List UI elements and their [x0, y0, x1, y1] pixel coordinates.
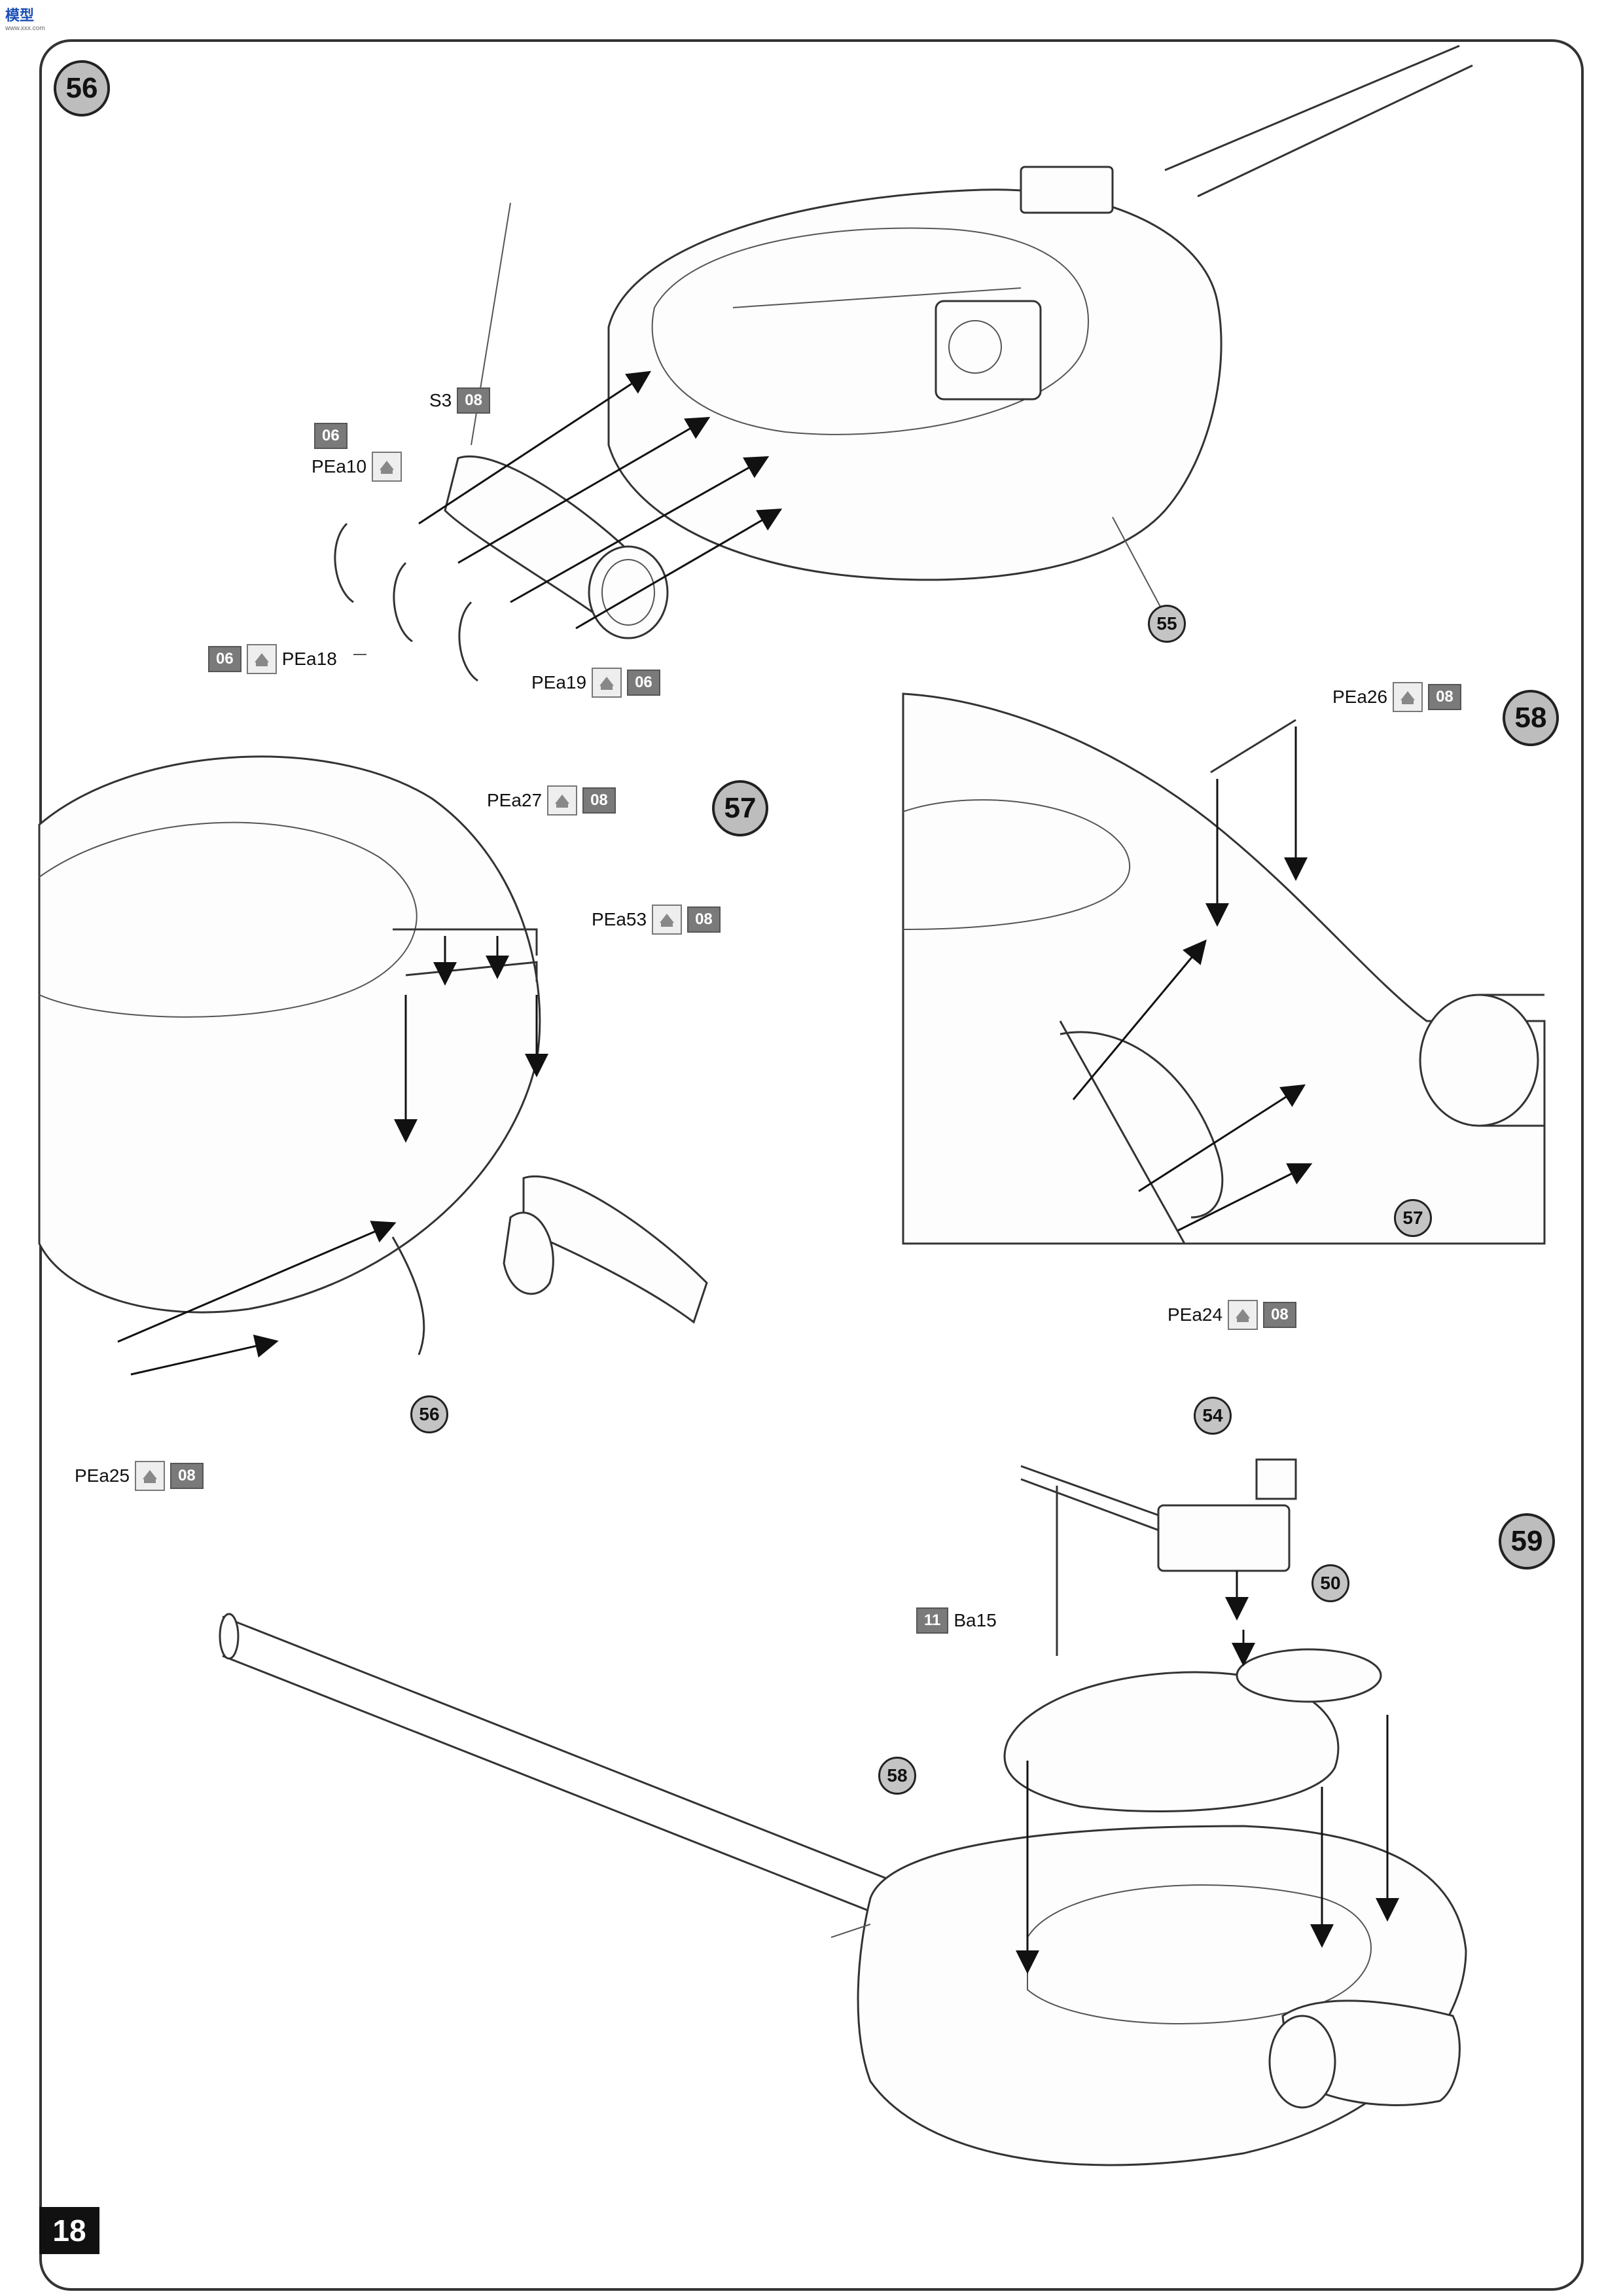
- sprue-badge: 08: [1428, 684, 1461, 710]
- sprue-badge: 11: [916, 1607, 949, 1634]
- photo-etch-icon: [652, 905, 683, 935]
- step-number-59: 59: [1499, 1513, 1555, 1570]
- ref-55: 55: [1148, 605, 1186, 643]
- photo-etch-icon: [547, 785, 578, 816]
- part-name: PEa10: [312, 456, 367, 476]
- part-name: PEa27: [487, 790, 543, 810]
- gun-barrel-59: [222, 1615, 904, 1886]
- ref-50: 50: [1311, 1564, 1349, 1602]
- photo-etch-icon: [1393, 682, 1423, 712]
- step-number-58: 58: [1503, 690, 1559, 746]
- photo-etch-icon: [1228, 1300, 1258, 1330]
- part-name: PEa25: [75, 1465, 130, 1486]
- part-label-pea53: PEa53 08: [592, 905, 721, 935]
- gun-barrel-56: [1164, 45, 1460, 171]
- part-name: S3: [429, 390, 452, 410]
- publisher-logo: 模型 www.xxx.com: [5, 4, 45, 32]
- part-name: PEa26: [1332, 687, 1388, 707]
- turret-56: [607, 188, 1222, 581]
- page-number: 18: [39, 2207, 99, 2254]
- step-58-drawing: [902, 692, 1546, 1245]
- sprue-badge: 06: [627, 670, 660, 696]
- logo-text: 模型: [5, 7, 35, 24]
- part-name: PEa18: [281, 649, 337, 669]
- sprue-badge: 06: [314, 423, 348, 449]
- part-label-pea18: 06 PEa18: [208, 644, 337, 674]
- part-name: PEa19: [531, 672, 587, 692]
- sprue-badge: 08: [170, 1463, 204, 1489]
- sprue-badge: 08: [582, 787, 616, 814]
- sprue-badge: 08: [457, 387, 490, 414]
- part-label-s3: S3 08: [429, 387, 490, 414]
- ref-57: 57: [1394, 1199, 1432, 1237]
- cupola-plate: [1003, 1671, 1340, 1812]
- part-label-pea26: PEa26 08: [1332, 682, 1461, 712]
- logo-url: www.xxx.com: [5, 25, 45, 32]
- step-number-57: 57: [712, 780, 768, 836]
- part-name: PEa53: [592, 909, 647, 929]
- part-label-pea10: 06 PEa10: [312, 423, 402, 482]
- photo-etch-icon: [592, 668, 622, 698]
- photo-etch-icon: [372, 452, 402, 482]
- part-name: Ba15: [954, 1610, 997, 1630]
- part-label-pea19: PEa19 06: [531, 668, 660, 698]
- sprue-badge: 06: [208, 646, 241, 672]
- part-label-pea24: PEa24 08: [1168, 1300, 1296, 1330]
- sprue-badge: 08: [1263, 1302, 1296, 1328]
- step-57-drawing: [38, 755, 708, 1376]
- turret-58: [902, 692, 1546, 1245]
- step-59-drawing: [219, 1458, 1467, 2166]
- ref-58: 58: [878, 1757, 916, 1795]
- step-56-drawing: [334, 45, 1473, 682]
- part-label-pea25: PEa25 08: [75, 1461, 204, 1491]
- part-name: PEa24: [1168, 1304, 1223, 1325]
- ref-54: 54: [1194, 1397, 1232, 1435]
- turret-59: [857, 1825, 1467, 2166]
- photo-etch-icon: [135, 1461, 166, 1491]
- ref-56: 56: [410, 1395, 448, 1433]
- photo-etch-icon: [246, 644, 277, 674]
- sprue-badge: 08: [687, 906, 721, 933]
- part-label-ba15: 11 Ba15: [916, 1607, 997, 1634]
- part-label-pea27: PEa27 08: [487, 785, 616, 816]
- step-number-56: 56: [54, 60, 110, 117]
